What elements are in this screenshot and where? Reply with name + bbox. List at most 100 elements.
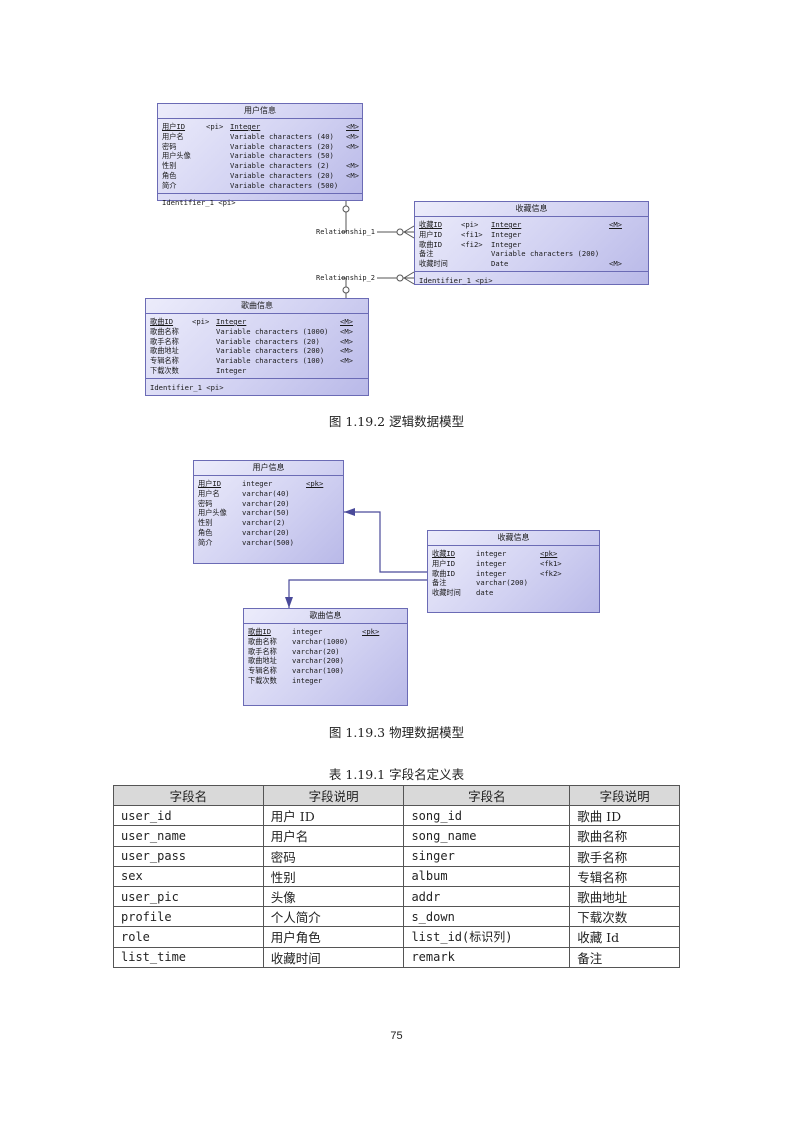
- column-type: integer: [476, 568, 507, 578]
- column-name: 歌曲ID: [248, 627, 272, 636]
- cell-field-desc: 歌手名称: [569, 845, 680, 867]
- column-key: [306, 518, 336, 528]
- attribute-mandatory: <M>: [340, 317, 353, 326]
- fk2-reference-line: [288, 579, 427, 608]
- relationship-2-label: Relationship_2: [316, 274, 376, 282]
- column-type: varchar(20): [242, 498, 290, 508]
- column-name: 简介: [198, 537, 213, 547]
- column-key: [306, 538, 336, 548]
- logical-connectors: [341, 201, 415, 298]
- rel2-crowfoot-top: [403, 271, 415, 279]
- attribute-type: Variable characters (20): [230, 141, 334, 151]
- attribute-type: Integer: [230, 122, 261, 131]
- column-key: <pk>: [540, 549, 558, 558]
- entity-identifier: Identifier_1 <pi>: [415, 270, 648, 290]
- column-key: <pk>: [306, 479, 324, 488]
- cell-field-desc: 密码: [262, 845, 405, 867]
- cell-field-name: role: [113, 926, 264, 948]
- attribute-name: 用户ID: [162, 122, 186, 131]
- cell-field-desc: 收藏时间: [262, 946, 405, 968]
- attribute-name: 收藏时间: [419, 259, 448, 269]
- column-name: 角色: [198, 527, 213, 537]
- column-type: varchar(2): [242, 518, 286, 528]
- cell-field-desc: 性别: [262, 865, 405, 887]
- column-key: [362, 647, 392, 657]
- attribute-mandatory: <M>: [346, 161, 359, 171]
- column-type: date: [476, 588, 494, 598]
- cell-field-desc: 歌曲 ID: [569, 805, 680, 827]
- column-row: 角色 varchar(20): [198, 528, 339, 538]
- cell-field-name: singer: [403, 845, 571, 867]
- column-name: 专辑名称: [248, 666, 277, 676]
- column-name: 性别: [198, 518, 213, 528]
- column-type: integer: [292, 675, 323, 685]
- attribute-name: 收藏ID: [419, 220, 443, 229]
- column-key: [362, 656, 392, 666]
- attribute-name: 歌曲地址: [150, 346, 179, 356]
- entity-title: 收藏信息: [415, 202, 648, 217]
- column-name: 备注: [432, 578, 447, 588]
- rel2-optional-circle: [342, 286, 350, 294]
- column-type: integer: [292, 627, 323, 636]
- cell-field-desc: 用户角色: [262, 926, 405, 948]
- physical-connectors: [285, 508, 427, 608]
- attribute-key: <pi>: [206, 122, 224, 131]
- column-name: 歌曲名称: [248, 636, 277, 646]
- column-name: 歌曲ID: [432, 568, 456, 578]
- column-type: varchar(50): [242, 508, 290, 518]
- attribute-name: 角色: [162, 170, 177, 180]
- rel1-crowfoot-top: [403, 225, 415, 233]
- entity-identifier: Identifier_1 <pi>: [158, 192, 362, 212]
- column-type: varchar(20): [242, 527, 290, 537]
- table-header-row: 字段名 字段说明 字段名 字段说明: [113, 784, 680, 807]
- attribute-mandatory: <M>: [609, 220, 622, 229]
- cell-field-name: addr: [403, 885, 571, 908]
- column-type: varchar(500): [242, 537, 294, 547]
- attribute-row: 用户ID<pi>Integer<M>: [162, 122, 359, 132]
- attribute-row: 收藏ID<pi>Integer<M>: [419, 220, 644, 230]
- column-type: integer: [476, 549, 507, 558]
- column-key: [362, 637, 392, 647]
- cell-field-name: list_time: [113, 946, 264, 968]
- column-key: [306, 508, 336, 518]
- attribute-mandatory: <M>: [346, 131, 359, 141]
- column-key: [306, 499, 336, 509]
- column-key: [306, 489, 336, 499]
- logical-model-caption: 图 1.19.2 逻辑数据模型: [328, 414, 465, 429]
- attribute-row: 用户ID<fi1>Integer: [419, 230, 644, 240]
- fk1-reference-line: [344, 511, 427, 573]
- attribute-name: 密码: [162, 141, 177, 151]
- column-type: varchar(200): [292, 656, 344, 666]
- column-key: [362, 666, 392, 676]
- cell-field-desc: 歌曲地址: [569, 885, 680, 908]
- cell-field-desc: 下载次数: [569, 906, 680, 928]
- field-table-caption: 表 1.19.1 字段名定义表: [328, 767, 465, 782]
- column-key: [362, 676, 392, 686]
- cell-field-desc: 专辑名称: [569, 865, 680, 887]
- attribute-type: Variable characters (50): [230, 151, 334, 161]
